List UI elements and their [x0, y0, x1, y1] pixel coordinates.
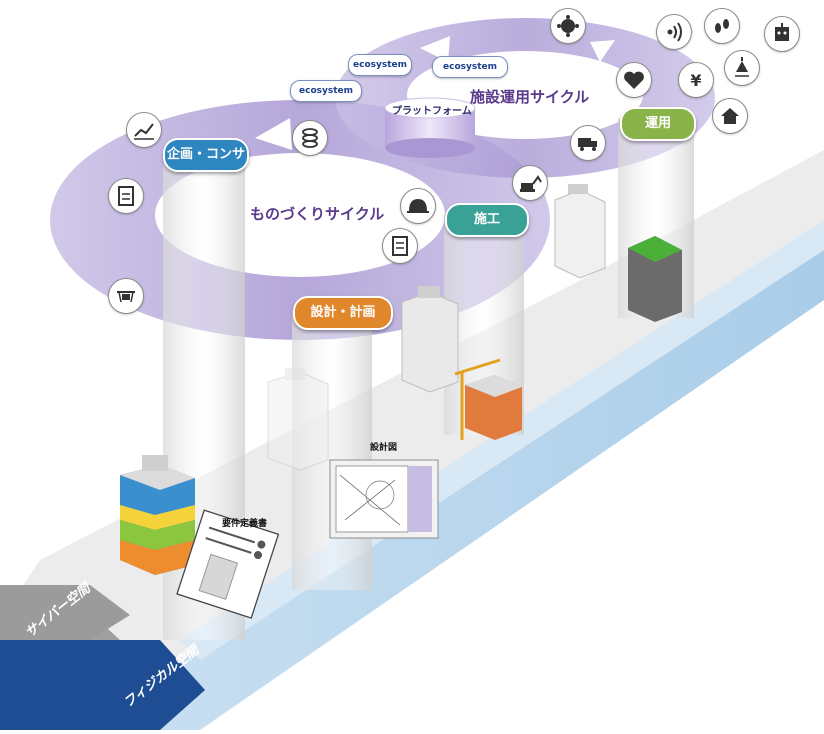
coins-icon — [292, 120, 328, 156]
requirements-card — [176, 509, 280, 619]
design-drawing-title: 設計図 — [370, 443, 398, 453]
lamp-icon — [724, 50, 760, 86]
ecosystem-bubble: ecosystem — [290, 80, 362, 102]
phase-operation: 運用 — [620, 107, 696, 141]
virus-icon — [550, 8, 586, 44]
helmet-icon — [400, 188, 436, 224]
yen-icon: ¥ — [678, 62, 714, 98]
building-colored — [120, 455, 195, 575]
building-white — [554, 184, 606, 279]
building-design — [401, 286, 459, 393]
design-drawing-board — [329, 459, 439, 539]
svg-text:¥: ¥ — [690, 71, 701, 90]
truck-icon — [570, 125, 606, 161]
physical-band — [0, 640, 205, 730]
ecosystem-bubble: ecosystem — [348, 54, 412, 76]
requirements-title: 要件定義書 — [222, 519, 268, 529]
phase-construction: 施工 — [445, 203, 529, 237]
phase-planning: 企画・コンサル — [163, 138, 249, 192]
ecosystem-bubble: ecosystem — [432, 56, 508, 78]
chart-icon — [126, 112, 162, 148]
building-ghost — [267, 368, 329, 471]
building-operated — [628, 236, 682, 322]
signal-icon — [656, 14, 692, 50]
building-construction — [454, 358, 522, 440]
robot-icon — [764, 16, 800, 52]
facility-cycle-title: 施設運用サイクル — [470, 88, 590, 106]
heart-icon — [616, 62, 652, 98]
drone-icon — [108, 278, 144, 314]
house-icon — [712, 98, 748, 134]
monozukuri-cycle-title: ものづくりサイクル — [250, 205, 385, 223]
clipboard-icon — [108, 178, 144, 214]
platform-label: プラットフォーム — [392, 106, 472, 117]
phase-design: 設計・計画 — [293, 296, 393, 330]
footprints-icon — [704, 8, 740, 44]
excavator-icon — [512, 165, 548, 201]
checklist-icon — [382, 228, 418, 264]
